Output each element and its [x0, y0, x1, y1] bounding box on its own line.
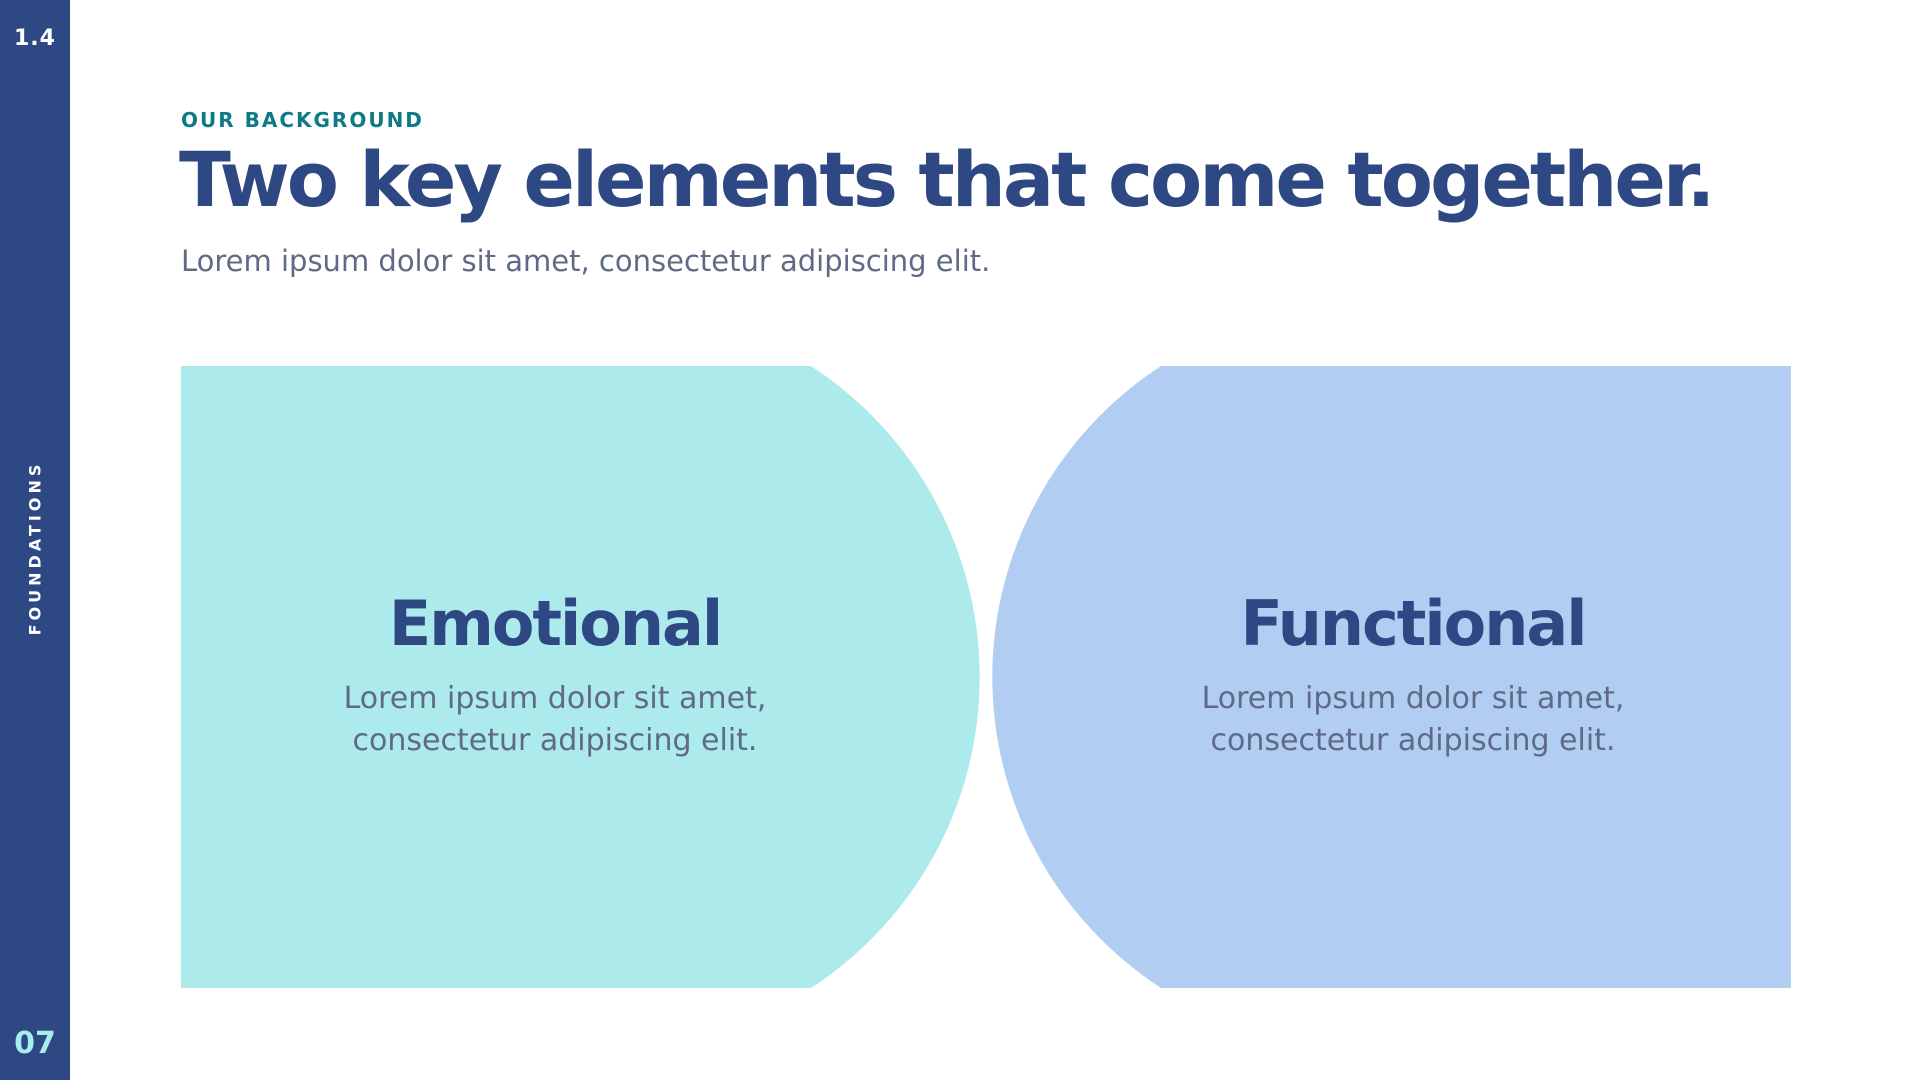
page-number: 07: [14, 1026, 56, 1061]
functional-heading: Functional: [1240, 587, 1587, 660]
venn-diagram-shapes: [181, 366, 1791, 988]
functional-description-line-1: Lorem ipsum dolor sit amet,: [1201, 681, 1625, 717]
emotional-description: Lorem ipsum dolor sit amet, consectetur …: [275, 678, 835, 761]
page-title: Two key elements that come together.: [179, 135, 1715, 224]
emotional-description-line-1: Lorem ipsum dolor sit amet,: [343, 681, 767, 717]
page-subtitle: Lorem ipsum dolor sit amet, consectetur …: [181, 244, 991, 278]
functional-shape: [992, 366, 1791, 988]
section-name: FOUNDATIONS: [25, 460, 45, 636]
section-number: 1.4: [14, 26, 56, 51]
functional-label-block: Functional Lorem ipsum dolor sit amet, c…: [1133, 587, 1693, 761]
emotional-heading: Emotional: [388, 587, 723, 660]
sidebar: 1.4 FOUNDATIONS 07: [0, 0, 70, 1080]
emotional-label-block: Emotional Lorem ipsum dolor sit amet, co…: [275, 587, 835, 761]
emotional-shape: [181, 366, 980, 988]
venn-diagram: Emotional Lorem ipsum dolor sit amet, co…: [181, 366, 1791, 988]
eyebrow-label: OUR BACKGROUND: [181, 108, 424, 132]
emotional-description-line-2: consectetur adipiscing elit.: [352, 722, 758, 758]
functional-description-line-2: consectetur adipiscing elit.: [1210, 722, 1616, 758]
functional-description: Lorem ipsum dolor sit amet, consectetur …: [1133, 678, 1693, 761]
